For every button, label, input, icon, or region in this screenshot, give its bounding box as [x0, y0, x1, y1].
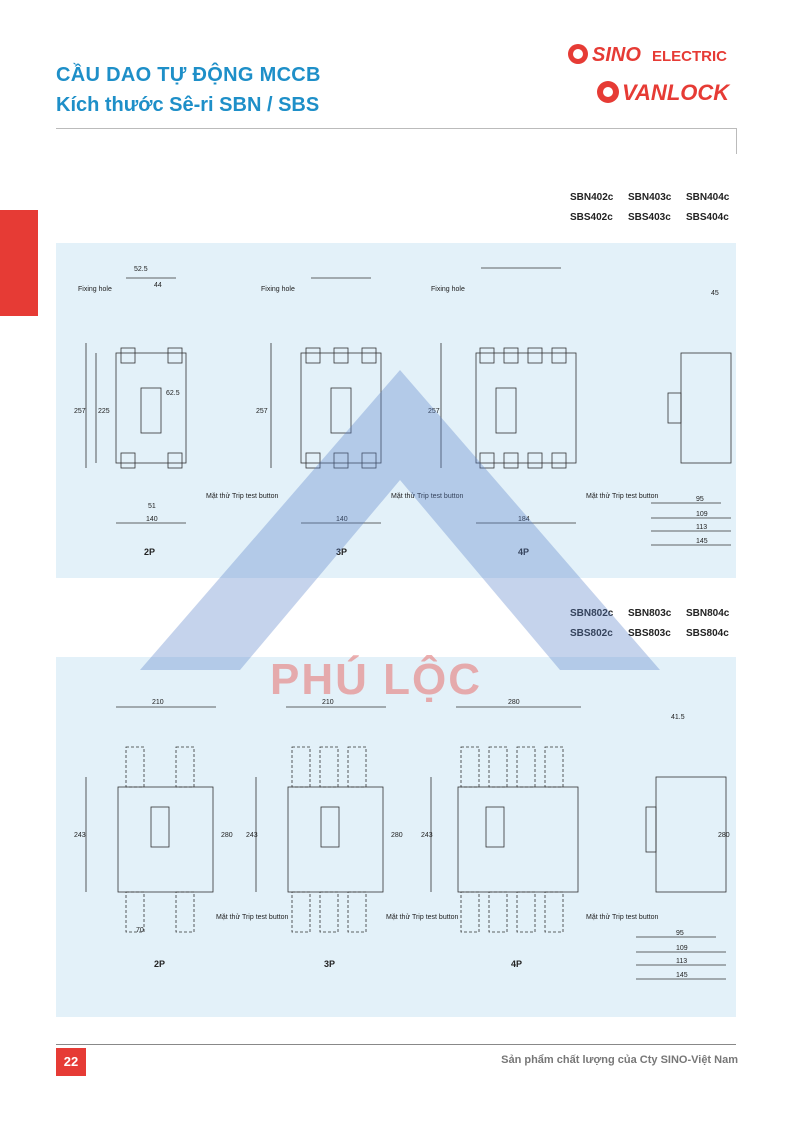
model-label: SBN802c [570, 608, 628, 619]
drawing-panel-400: Fixing hole Fixing hole Fixing hole 52.5… [56, 243, 736, 578]
dim-label: 280 [221, 832, 233, 839]
watermark-text: PHÚ LỘC [270, 655, 482, 704]
dim-label: 41.5 [671, 714, 685, 721]
page-number: 22 [56, 1048, 86, 1076]
trip-test-label: Mặt thử Trip test button [386, 913, 458, 921]
page-subtitle: Kích thước Sê-ri SBN / SBS [56, 94, 320, 116]
dim-label: 109 [696, 511, 708, 518]
dim-label: 210 [152, 699, 164, 706]
model-label: SBS403c [628, 212, 671, 223]
dim-label: 45 [711, 290, 719, 297]
technical-drawing-800: 210 210 280 243 243 243 280 280 280 70 4… [74, 699, 730, 980]
svg-text:ELECTRIC: ELECTRIC [652, 48, 727, 65]
pole-label-3p: 3P [324, 959, 335, 969]
dim-label: 95 [676, 930, 684, 937]
technical-drawing-400: Fixing hole Fixing hole Fixing hole 52.5… [74, 266, 732, 557]
pole-label-2p: 2P [144, 547, 155, 557]
model-label: SBN403c [628, 192, 672, 203]
dim-label: 70 [136, 927, 144, 934]
trip-test-label: Mặt thử Trip test button [586, 492, 658, 500]
dim-label: 210 [322, 699, 334, 706]
model-label: SBS802c [570, 628, 628, 639]
dim-label: 140 [336, 516, 348, 523]
trip-test-label: Mặt thử Trip test button [206, 492, 278, 500]
dim-label: 140 [146, 516, 158, 523]
pole-label-4p: 4P [511, 959, 522, 969]
model-label: SBN803c [628, 608, 672, 619]
trip-test-label: Mặt thử Trip test button [586, 913, 658, 921]
dim-label: 113 [696, 524, 707, 531]
pole-label-2p: 2P [154, 959, 165, 969]
dim-label: 113 [676, 958, 687, 965]
dim-label: 145 [676, 972, 688, 979]
dim-label: 62.5 [166, 390, 180, 397]
fixing-hole-label: Fixing hole [261, 286, 295, 293]
models-800-sbn: SBN802cSBN803c SBN804c [570, 608, 744, 619]
dim-label: 184 [518, 516, 530, 523]
side-tab [0, 210, 38, 316]
dim-label: 257 [428, 408, 440, 415]
model-label: SBS803c [628, 628, 671, 639]
pole-label-4p: 4P [518, 547, 529, 557]
dim-label: 95 [696, 496, 704, 503]
dim-label: 243 [421, 832, 433, 839]
dim-label: 257 [256, 408, 268, 415]
trip-test-label: Mặt thử Trip test button [391, 492, 463, 500]
dim-label: 280 [718, 832, 730, 839]
svg-text:VANLOCK: VANLOCK [622, 80, 731, 105]
model-label: SBN404c [686, 192, 730, 203]
model-label: SBN402c [570, 192, 614, 203]
models-400-sbn: SBN402c SBN403c SBN404c [570, 192, 744, 203]
dim-label: 257 [74, 408, 86, 415]
dim-label: 280 [391, 832, 403, 839]
dim-label: 109 [676, 945, 688, 952]
footer-text: Sản phẩm chất lượng của Cty SINO-Việt Na… [501, 1054, 738, 1066]
dim-label: 225 [98, 408, 110, 415]
fixing-hole-label: Fixing hole [78, 286, 112, 293]
dim-label: 51 [148, 503, 156, 510]
dim-label: 243 [74, 832, 86, 839]
svg-text:SINO: SINO [592, 44, 641, 66]
header-divider [56, 128, 736, 129]
fixing-hole-label: Fixing hole [431, 286, 465, 293]
watermark-triangle [140, 370, 660, 670]
dim-label: 243 [246, 832, 258, 839]
models-800-sbs: SBS802cSBS803c SBS804c [570, 628, 744, 639]
dim-label: 280 [508, 699, 520, 706]
page-title: CẦU DAO TỰ ĐỘNG MCCB [56, 64, 321, 86]
dim-label: 52.5 [134, 266, 148, 273]
header-divider-tick [736, 128, 737, 154]
dim-label: 44 [154, 282, 162, 289]
trip-test-label: Mặt thử Trip test button [216, 913, 288, 921]
dim-label: 145 [696, 538, 708, 545]
pole-label-3p: 3P [336, 547, 347, 557]
drawing-panel-800: 210 210 280 243 243 243 280 280 280 70 4… [56, 657, 736, 1017]
model-label: SBN804c [686, 608, 730, 619]
footer-divider [56, 1044, 736, 1045]
model-label: SBS402c [570, 212, 613, 223]
brand-logo: SINO ELECTRIC VANLOCK [560, 40, 740, 106]
model-label: SBS804c [686, 628, 729, 639]
model-label: SBS404c [686, 212, 729, 223]
models-400-sbs: SBS402c SBS403c SBS404c [570, 212, 744, 223]
